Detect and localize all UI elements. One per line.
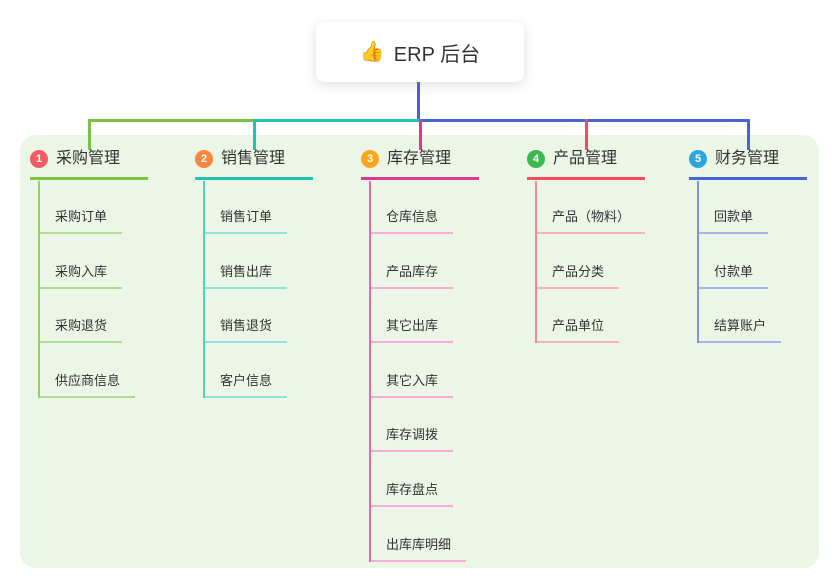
child-node[interactable]: 仓库信息: [369, 208, 454, 234]
child-node-label: 采购订单: [55, 209, 108, 224]
child-node-label: 库存调拨: [386, 427, 439, 443]
branch-label: 销售管理: [221, 150, 286, 167]
child-node-label: 销售退货: [220, 318, 273, 334]
child-node-label: 仓库信息: [386, 209, 439, 224]
thumbs-up-icon: 👍: [359, 41, 385, 63]
child-node[interactable]: 采购入库: [38, 263, 123, 289]
branch-label: 库存管理: [387, 150, 452, 167]
child-node-label: 产品（物料）: [552, 209, 631, 224]
child-node[interactable]: 采购订单: [38, 208, 123, 234]
child-node-label: 其它入库: [386, 372, 439, 388]
child-node[interactable]: 销售出库: [203, 263, 288, 289]
children-rail-line: [38, 181, 40, 398]
branch-node-1[interactable]: 1 采购管理: [30, 148, 149, 180]
child-node[interactable]: 其它入库: [369, 372, 454, 398]
branch-node-5[interactable]: 5 财务管理: [689, 148, 808, 180]
children-rail-line: [203, 181, 205, 398]
branch-label: 财务管理: [715, 150, 780, 167]
child-node[interactable]: 库存调拨: [369, 426, 454, 453]
children-rail-line: [697, 181, 699, 344]
child-node-label: 产品分类: [552, 263, 605, 279]
child-node[interactable]: 产品单位: [535, 317, 620, 344]
child-node[interactable]: 供应商信息: [38, 372, 136, 398]
child-node-label: 客户信息: [220, 372, 273, 388]
child-node[interactable]: 出库库明细: [369, 536, 467, 562]
child-node-label: 产品单位: [552, 318, 605, 334]
root-node-label: ERP 后台: [393, 43, 481, 66]
top-connector-segment: [87, 119, 253, 122]
child-node[interactable]: 产品（物料）: [535, 208, 646, 234]
branch-label: 产品管理: [553, 150, 618, 167]
child-node[interactable]: 销售订单: [203, 208, 288, 234]
branch-number-badge: 5: [689, 150, 707, 168]
root-connector-line: [417, 82, 420, 119]
child-node[interactable]: 采购退货: [38, 317, 123, 344]
children-rail-line: [369, 181, 371, 562]
child-node[interactable]: 库存盘点: [369, 481, 454, 507]
children-rail-line: [535, 181, 537, 344]
branch-number-badge: 2: [195, 150, 213, 168]
child-node-label: 回款单: [714, 209, 754, 224]
root-node[interactable]: 👍 ERP 后台: [316, 22, 524, 82]
child-node[interactable]: 结算账户: [697, 317, 782, 344]
branch-number-badge: 3: [361, 150, 379, 168]
top-connector-segment: [418, 119, 750, 122]
child-node-label: 出库库明细: [386, 536, 452, 552]
child-node-label: 销售订单: [220, 209, 273, 224]
child-node-label: 付款单: [714, 263, 754, 279]
top-connector-segment: [252, 119, 419, 122]
branch-node-2[interactable]: 2 销售管理: [195, 148, 314, 180]
child-node-label: 采购退货: [55, 318, 108, 334]
child-node[interactable]: 其它出库: [369, 317, 454, 344]
branch-node-3[interactable]: 3 库存管理: [361, 148, 480, 180]
child-node-label: 销售出库: [220, 263, 273, 279]
child-node-label: 库存盘点: [386, 482, 439, 497]
child-node[interactable]: 产品分类: [535, 263, 620, 289]
branch-drop-line: [584, 119, 588, 150]
child-node-label: 产品库存: [386, 263, 439, 279]
child-node-label: 供应商信息: [55, 372, 121, 388]
child-node-label: 采购入库: [55, 263, 108, 279]
branch-drop-line: [252, 119, 256, 150]
child-node[interactable]: 客户信息: [203, 372, 288, 398]
branch-drop-line: [746, 119, 750, 150]
child-node[interactable]: 产品库存: [369, 263, 454, 289]
child-node[interactable]: 销售退货: [203, 317, 288, 344]
branch-node-4[interactable]: 4 产品管理: [527, 148, 646, 180]
branches-background-panel: [20, 135, 819, 568]
child-node[interactable]: 付款单: [697, 263, 769, 289]
branch-label: 采购管理: [56, 150, 121, 167]
branch-drop-line: [418, 119, 422, 150]
child-node-label: 结算账户: [714, 318, 767, 334]
branch-number-badge: 1: [30, 150, 48, 168]
child-node[interactable]: 回款单: [697, 208, 769, 234]
branch-number-badge: 4: [527, 150, 545, 168]
branch-drop-line: [87, 119, 91, 150]
child-node-label: 其它出库: [386, 318, 439, 334]
